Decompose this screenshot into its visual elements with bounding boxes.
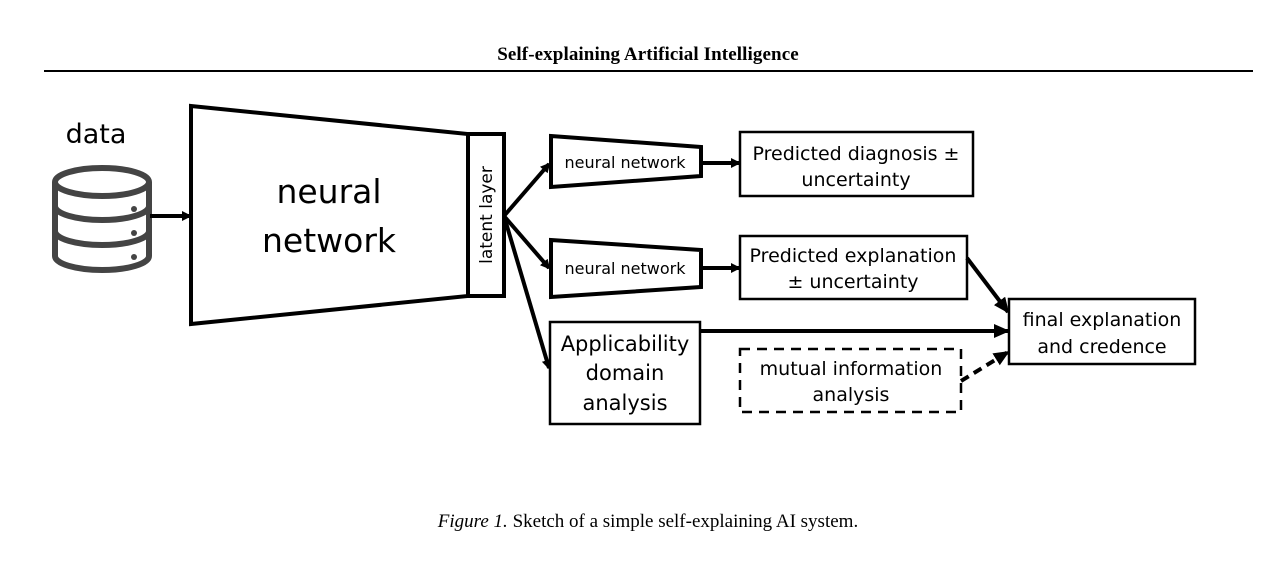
encoder-label-line1: neural [276, 172, 381, 211]
arrow-mutual-to-final [959, 350, 1010, 383]
encoder-label-line2: network [262, 221, 397, 260]
final-line2: and credence [1037, 336, 1166, 358]
mutual-information-box [738, 347, 963, 414]
arrow-latent-to-head2 [502, 214, 551, 270]
figure-caption: Figure 1. Sketch of a simple self-explai… [0, 511, 1280, 533]
applicability-box [548, 320, 702, 426]
applicability-line2: domain [586, 361, 665, 385]
mutual-line2: analysis [813, 384, 890, 406]
latent-layer-label: latent layer [477, 166, 497, 264]
latent-layer-box [466, 132, 506, 298]
encoder-network-shape [189, 103, 470, 327]
database-icon [52, 165, 152, 273]
data-label: data [66, 119, 127, 150]
head1-network-shape [549, 133, 703, 190]
head2-network-shape [549, 237, 703, 300]
applicability-line1: Applicability [561, 332, 690, 356]
diagnosis-box [738, 130, 975, 198]
header-rule [44, 70, 1253, 72]
arrow-latent-to-head1 [502, 162, 551, 218]
mutual-line1: mutual information [760, 358, 943, 380]
explanation-line1: Predicted explanation [750, 245, 957, 267]
caption-label: Figure 1. [437, 511, 508, 532]
arrow-explanation-to-final [965, 256, 1010, 314]
final-explanation-box [1007, 297, 1197, 366]
diagnosis-line2: uncertainty [801, 169, 910, 191]
applicability-line3: analysis [582, 391, 667, 415]
final-line1: final explanation [1023, 309, 1182, 331]
explanation-line2: ± uncertainty [787, 271, 918, 293]
running-title: Self-explaining Artificial Intelligence [497, 44, 799, 65]
diagnosis-line1: Predicted diagnosis ± [753, 143, 960, 165]
head2-label: neural network [564, 259, 686, 278]
caption-text: Sketch of a simple self-explaining AI sy… [512, 511, 859, 532]
head1-label: neural network [564, 153, 686, 172]
explanation-box [738, 234, 969, 301]
arrow-latent-to-applicability [502, 215, 552, 370]
